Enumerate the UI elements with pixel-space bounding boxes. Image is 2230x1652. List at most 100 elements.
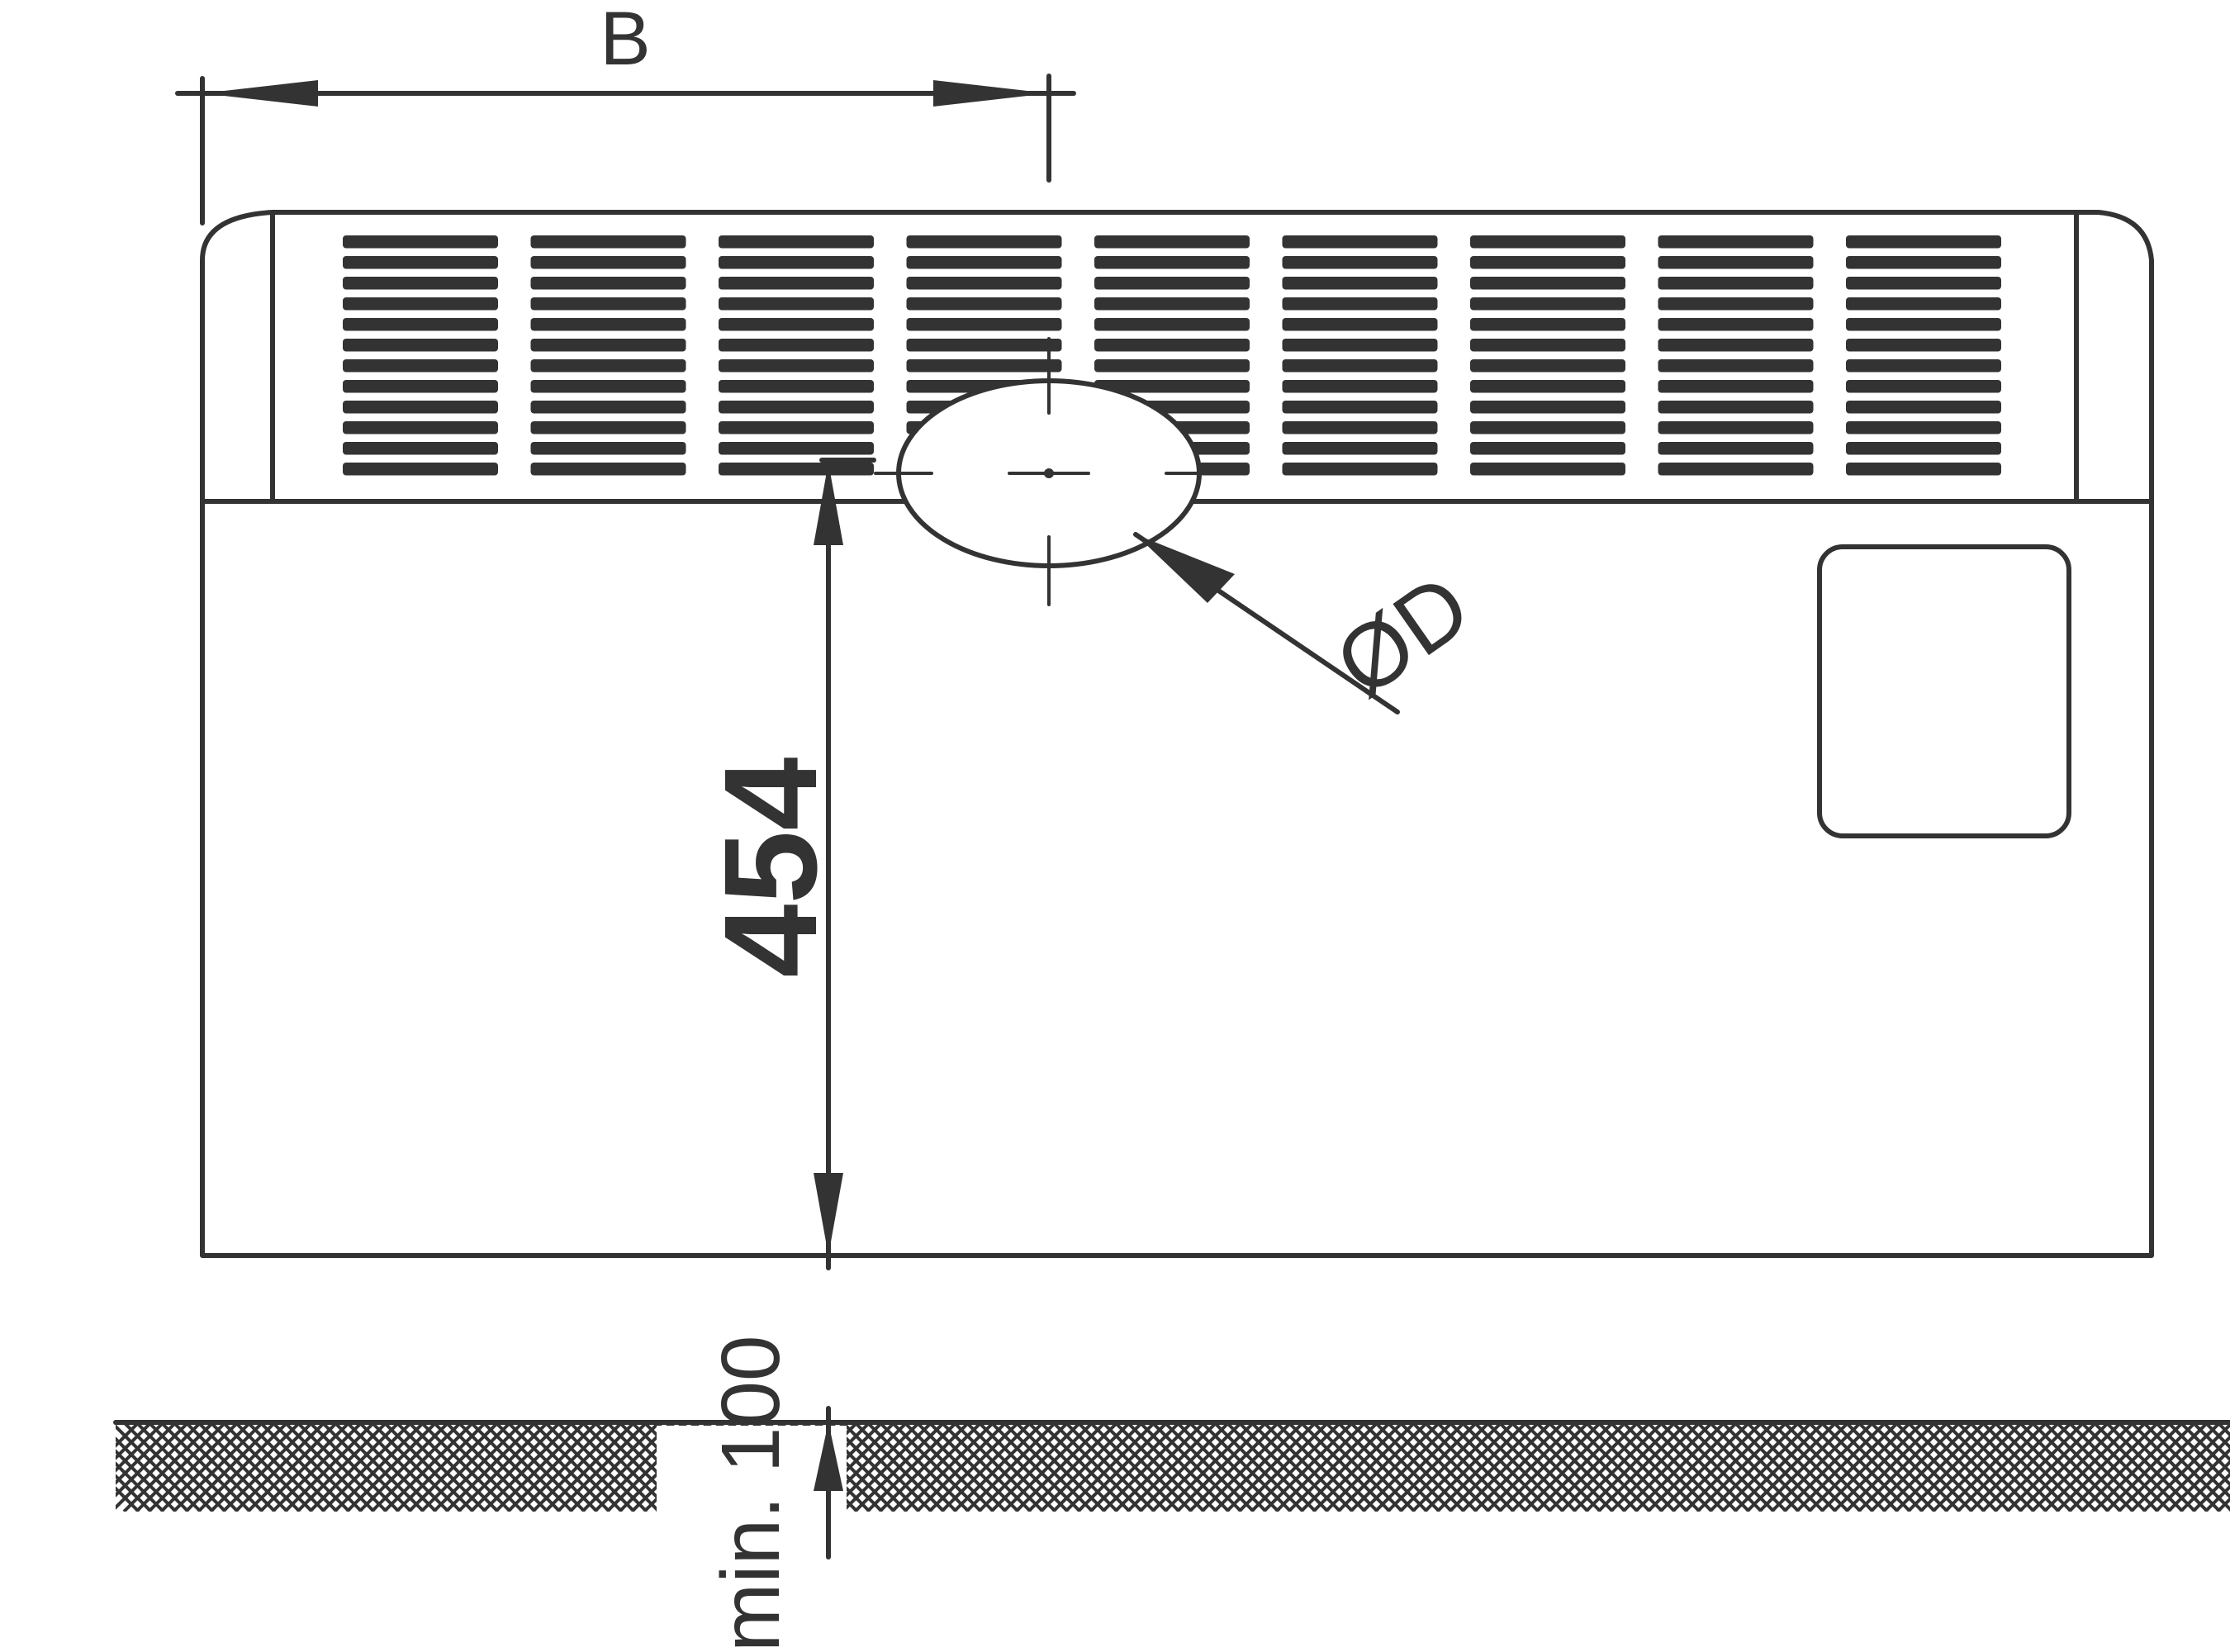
hatch-stroke [407, 1422, 500, 1512]
hatch-stroke [519, 1422, 611, 1512]
hatch-stroke [159, 1422, 252, 1512]
grille-bar [1282, 359, 1438, 373]
hatch-stroke [1002, 1422, 1094, 1512]
dim-454-arrow-bottom [814, 1173, 843, 1256]
grille-bar [530, 359, 686, 373]
hatch-stroke [1175, 1422, 1268, 1512]
hatch-stroke [1993, 1422, 2085, 1512]
grille-slot-group [1470, 235, 1625, 476]
hatch-stroke [890, 1422, 983, 1512]
control-panel [1817, 544, 2071, 838]
hatch-stroke [866, 1422, 958, 1512]
hatch-stroke [1089, 1422, 1181, 1512]
hatch-stroke [543, 1422, 636, 1512]
hatch-stroke [246, 1422, 339, 1512]
grille-bar [1846, 256, 2001, 269]
hatch-stroke [1968, 1422, 2061, 1512]
grille-bar [343, 380, 498, 393]
hatch-stroke [568, 1422, 661, 1512]
hatch-stroke [556, 1422, 648, 1512]
hatch-stroke [1411, 1422, 1503, 1512]
grille-bar [343, 421, 498, 434]
grille-bar [1846, 421, 2001, 434]
dim-b-arrow-left [202, 80, 318, 107]
grille-bar [1094, 277, 1250, 290]
hatch-stroke [1027, 1422, 1119, 1512]
grille-bar [1658, 318, 1814, 331]
grille-bar [1658, 463, 1814, 476]
hatch-stroke [1460, 1422, 1553, 1512]
hatch-stroke [2030, 1422, 2123, 1512]
hatch-stroke [1881, 1422, 1974, 1512]
hatch-stroke [420, 1422, 512, 1512]
hatch-stroke [531, 1422, 624, 1512]
grille-bar [1470, 380, 1625, 393]
hatch-stroke [1609, 1422, 1701, 1512]
grille-bar [1282, 235, 1438, 249]
hatch-stroke [1658, 1422, 1751, 1512]
hatch-stroke [1720, 1422, 1813, 1512]
grille-bar [343, 339, 498, 352]
grille-slot-group [1846, 235, 2001, 476]
hatch-stroke [1745, 1422, 1838, 1512]
hatch-stroke [1262, 1422, 1355, 1512]
grille-bar [719, 442, 874, 455]
hatch-stroke [1163, 1422, 1255, 1512]
hatch-stroke [1782, 1422, 1875, 1512]
grille-bar [1094, 339, 1250, 352]
floor-hatching [116, 1422, 2230, 1512]
grille-bar [1282, 463, 1438, 476]
grille-bar [1282, 380, 1438, 393]
grille-bar [530, 380, 686, 393]
hatch-stroke [1646, 1422, 1739, 1512]
grille-bar [1658, 297, 1814, 311]
hatch-stroke [1250, 1422, 1342, 1512]
hatch-stroke [1312, 1422, 1404, 1512]
hatch-stroke [1435, 1422, 1528, 1512]
hatch-stroke [1287, 1422, 1379, 1512]
hatch-stroke [853, 1422, 946, 1512]
grille-bar [1846, 442, 2001, 455]
grille-bar [1846, 235, 2001, 249]
hatch-stroke [1336, 1422, 1429, 1512]
grille-bar [1470, 318, 1625, 331]
hatch-stroke [977, 1422, 1070, 1512]
grille-bar [719, 380, 874, 393]
dim-min100-arrow [814, 1422, 843, 1491]
heater-body-outline [200, 210, 2154, 1258]
hatch-stroke [135, 1422, 227, 1512]
grille-bar [1846, 318, 2001, 331]
hatch-stroke [989, 1422, 1082, 1512]
hatch-stroke [1064, 1422, 1156, 1512]
hatch-stroke [1547, 1422, 1639, 1512]
hatch-stroke [2129, 1422, 2222, 1512]
hatch-stroke [1671, 1422, 1763, 1512]
hatch-stroke [1683, 1422, 1776, 1512]
hatch-stroke [345, 1422, 438, 1512]
diameter-leader-arrow [1136, 534, 1235, 603]
hatch-stroke [1510, 1422, 1602, 1512]
grille-bar [1094, 256, 1250, 269]
hatch-stroke [482, 1422, 574, 1512]
hatch-stroke [1274, 1422, 1367, 1512]
hatch-stroke [234, 1422, 326, 1512]
hatch-stroke [1522, 1422, 1615, 1512]
hatch-stroke [903, 1422, 995, 1512]
hatch-stroke [1237, 1422, 1330, 1512]
grille-bar [530, 401, 686, 414]
hatch-stroke [1212, 1422, 1305, 1512]
hatch-stroke [1770, 1422, 1862, 1512]
hatch-stroke [122, 1422, 215, 1512]
hatch-stroke [2092, 1422, 2185, 1512]
grille-bar [1470, 339, 1625, 352]
hatch-stroke [457, 1422, 549, 1512]
hatch-stroke [1138, 1422, 1231, 1512]
hatch-stroke [2204, 1484, 2230, 1512]
grille-slot-group [343, 235, 498, 476]
grille-bar [1470, 277, 1625, 290]
hatch-stroke [2166, 1447, 2230, 1512]
grille-bar [1658, 421, 1814, 434]
hatch-stroke [1225, 1422, 1317, 1512]
grille-bar [1094, 380, 1250, 393]
